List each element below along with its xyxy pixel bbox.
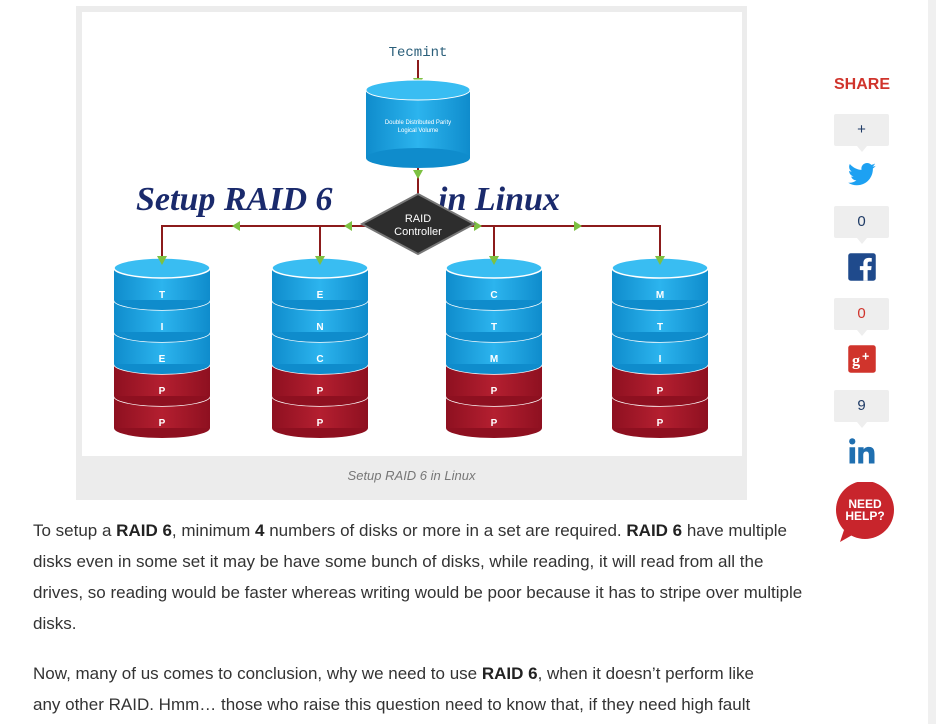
disk-stack: P P E I T xyxy=(113,256,211,438)
disk-segment-label: E xyxy=(159,354,166,365)
twitter-icon[interactable] xyxy=(847,160,877,190)
raid-controller-chip: RAID Controller xyxy=(359,192,477,256)
parity-volume-disk: Double Distributed Parity Logical Volume xyxy=(365,79,471,168)
p2-text-c: , when it doesn’t perform like any other… xyxy=(33,664,754,714)
disk-stack: P P C N E xyxy=(271,256,369,438)
headline-left: Setup RAID 6 xyxy=(136,181,333,218)
source-label: Tecmint xyxy=(389,45,448,61)
p1-bold-raid6-1: RAID 6 xyxy=(116,521,172,540)
share-title: SHARE xyxy=(834,76,891,93)
parity-volume-label-1: Double Distributed Parity xyxy=(385,120,451,126)
facebook-count: 0 xyxy=(834,298,889,336)
figure: Tecmint Double Distributed Parity Logica… xyxy=(76,6,747,500)
need-help-line-2: HELP? xyxy=(845,509,884,523)
linkedin-icon[interactable] xyxy=(847,436,877,466)
google-plus-icon[interactable]: g + xyxy=(847,344,877,374)
p1-text-a: To setup a xyxy=(33,521,117,540)
p1-text-e: have multiple disks even in some set it … xyxy=(33,521,803,633)
raid6-diagram: Tecmint Double Distributed Parity Logica… xyxy=(82,12,742,456)
disk-segment-label: T xyxy=(657,322,663,333)
disk-segment-label: T xyxy=(491,322,497,333)
disk-segment-label: C xyxy=(316,354,323,365)
google-plus-count: 9 xyxy=(834,390,889,428)
paragraph-2: Now, many of us comes to conclusion, why… xyxy=(33,658,778,720)
disk-segment-label: T xyxy=(159,290,165,301)
share-more-button[interactable]: + xyxy=(834,114,889,152)
disk-segment-label: N xyxy=(316,322,323,333)
svg-text:+: + xyxy=(862,349,869,363)
need-help-icon[interactable]: NEED HELP? xyxy=(834,482,896,542)
p1-bold-raid6-2: RAID 6 xyxy=(626,521,683,540)
p1-bold-4: 4 xyxy=(255,521,265,540)
p2-text-a: Now, many of us comes to conclusion, why… xyxy=(33,664,482,683)
paragraph-1: To setup a RAID 6, minimum 4 numbers of … xyxy=(33,515,803,639)
disk-segment-label: M xyxy=(490,354,498,365)
disk-segment-label: E xyxy=(317,290,324,301)
disk-stack: P P I T M xyxy=(611,256,709,438)
disk-stack: P P M T C xyxy=(445,256,543,438)
disk-input-arrow xyxy=(315,256,325,265)
p1-text-c: , minimum xyxy=(171,521,256,540)
disk-segment-label: P xyxy=(491,418,498,429)
twitter-count: 0 xyxy=(834,206,889,244)
disk-segment-label: C xyxy=(490,290,497,301)
page-scrollbar[interactable] xyxy=(928,0,936,724)
headline-right: in Linux xyxy=(438,181,560,218)
controller-label-1: RAID xyxy=(405,213,431,225)
p2-bold-raid6: RAID 6 xyxy=(481,664,538,683)
p1-text-d: numbers of disks or more in a set are re… xyxy=(264,521,627,540)
disk-segment-label: P xyxy=(657,418,664,429)
disk-segment-label: I xyxy=(161,322,164,333)
svg-text:g: g xyxy=(852,351,860,369)
disk-input-arrow xyxy=(157,256,167,265)
disk-segment-label: P xyxy=(159,418,166,429)
figure-caption: Setup RAID 6 in Linux xyxy=(347,468,476,483)
disk-segment-label: P xyxy=(317,418,324,429)
facebook-icon[interactable] xyxy=(847,252,877,282)
disk-segment-label: P xyxy=(491,386,498,397)
disk-input-arrow xyxy=(655,256,665,265)
disk-segment-label: I xyxy=(659,354,662,365)
parity-volume-label-2: Logical Volume xyxy=(398,128,439,134)
disk-segment-label: M xyxy=(656,290,664,301)
need-help-line-1: NEED xyxy=(848,497,882,511)
disk-input-arrow xyxy=(489,256,499,265)
controller-label-2: Controller xyxy=(394,226,442,238)
disk-segment-label: P xyxy=(159,386,166,397)
disk-segment-label: P xyxy=(317,386,324,397)
disk-segment-label: P xyxy=(657,386,664,397)
